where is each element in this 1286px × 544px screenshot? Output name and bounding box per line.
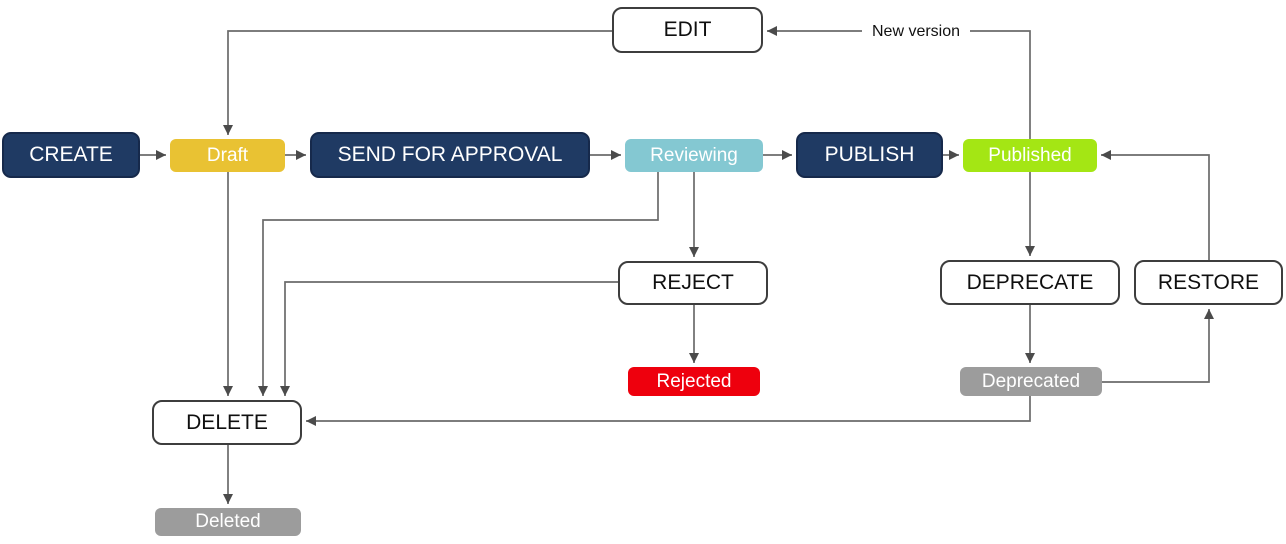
node-published-label: Published (988, 144, 1072, 166)
node-delete-label: DELETE (186, 410, 268, 434)
node-publish-label: PUBLISH (824, 143, 915, 166)
node-state-published: Published (963, 139, 1097, 172)
node-publish: PUBLISH (796, 132, 943, 178)
node-state-deleted: Deleted (155, 508, 301, 536)
edge-restore-published (1101, 150, 1210, 260)
node-deprecate-label: DEPRECATE (966, 270, 1094, 294)
node-restore: RESTORE (1134, 260, 1283, 305)
edge-reviewing-delete (258, 172, 659, 396)
edge-label-new-version: New version (862, 21, 971, 42)
edge-reject-delete (280, 281, 618, 396)
node-send-for-approval: SEND FOR APPROVAL (310, 132, 590, 178)
node-state-reviewing: Reviewing (625, 139, 763, 172)
node-edit: EDIT (612, 7, 763, 53)
node-delete: DELETE (152, 400, 302, 445)
node-restore-label: RESTORE (1157, 270, 1260, 294)
edge-deprecated-delete (306, 396, 1031, 426)
node-send-label: SEND FOR APPROVAL (337, 143, 563, 166)
node-rejected-label: Rejected (656, 370, 732, 392)
edge-edit-draft (223, 30, 612, 135)
node-create-label: CREATE (29, 143, 113, 166)
edge-deprecated-restore (1102, 309, 1214, 383)
node-state-deprecated: Deprecated (960, 367, 1102, 396)
node-deprecated-label: Deprecated (981, 370, 1081, 392)
node-reviewing-label: Reviewing (650, 144, 738, 166)
node-edit-label: EDIT (663, 18, 712, 41)
node-draft-label: Draft (206, 144, 249, 166)
node-reject: REJECT (618, 261, 768, 305)
node-reject-label: REJECT (652, 271, 734, 294)
node-deleted-label: Deleted (195, 511, 261, 532)
node-create: CREATE (2, 132, 140, 178)
node-deprecate: DEPRECATE (940, 260, 1120, 305)
node-state-draft: Draft (170, 139, 285, 172)
edge-published-edit (767, 26, 1031, 139)
node-state-rejected: Rejected (628, 367, 760, 396)
